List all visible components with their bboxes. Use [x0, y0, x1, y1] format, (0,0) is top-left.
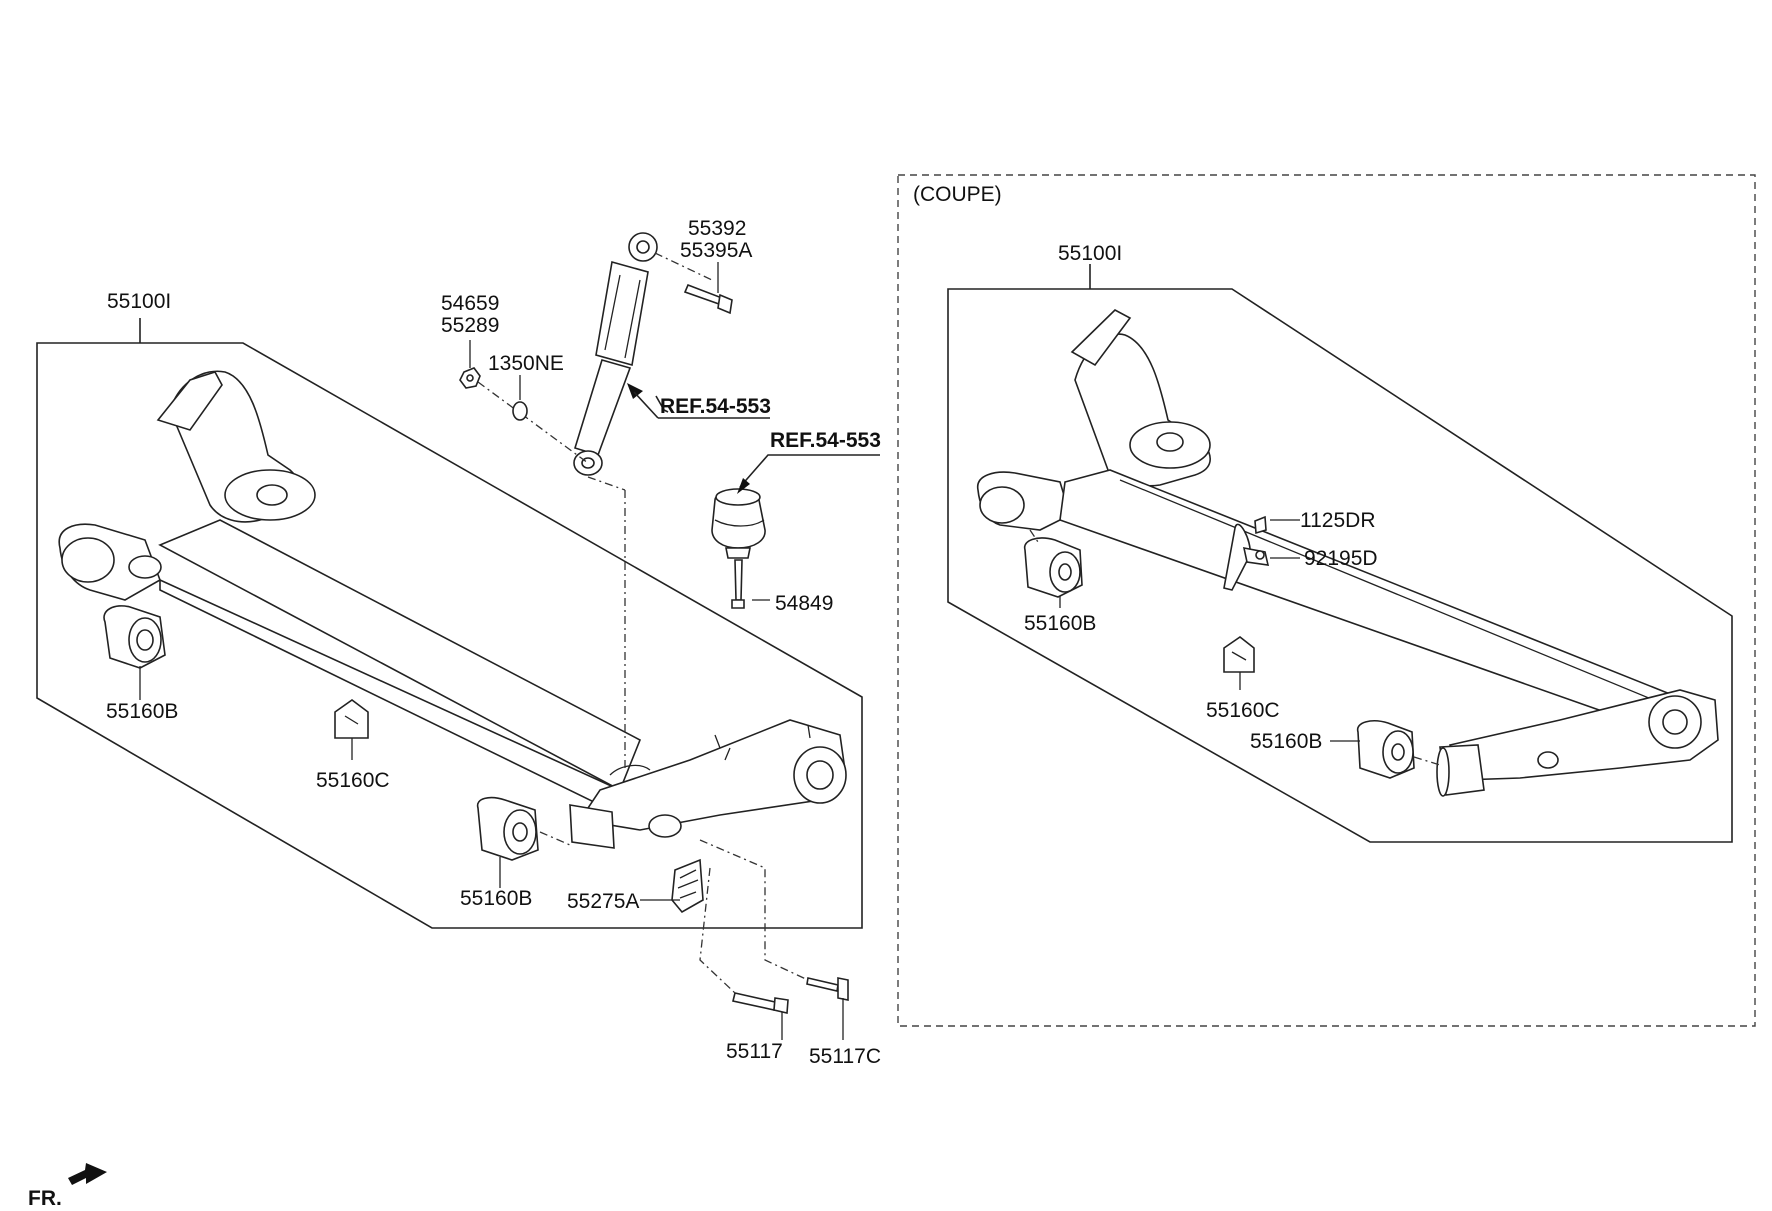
label-plate-left: 55275A: [567, 890, 639, 913]
label-bracket-left: 55160C: [316, 769, 390, 792]
plate-left: [671, 858, 704, 914]
label-axle-left: 55100I: [107, 290, 171, 313]
coupe-bushing-rear: [1356, 720, 1415, 779]
label-bush-left-rear: 55160B: [460, 887, 532, 910]
coupe-section-label: (COUPE): [913, 183, 1002, 206]
bolt-55117: [732, 992, 789, 1014]
label-coupe-bush-rear: 55160B: [1250, 730, 1322, 753]
label-bumper-bolt: 54849: [775, 592, 833, 615]
rear-axle-beam-drawing: [58, 370, 847, 849]
coupe-axle-beam-drawing: [977, 309, 1719, 797]
axle-assembly-outline: [36, 342, 863, 929]
main-assembly-group: 55100I 55392 55395A 54659 55289 1350NE R…: [36, 217, 881, 1068]
label-washer: 1350NE: [488, 352, 564, 375]
front-direction-indicator: FR.: [28, 1163, 107, 1210]
label-nut-2: 55289: [441, 314, 499, 337]
label-coupe-bracket: 55160C: [1206, 699, 1280, 722]
shock-absorber: [573, 232, 658, 476]
label-bolt-left-c: 55117C: [809, 1045, 881, 1068]
label-coupe-bolt: 1125DR: [1300, 509, 1376, 532]
bolt-55117c: [806, 977, 849, 1001]
shock-washer: [512, 401, 528, 421]
coupe-bushing-front: [1023, 537, 1083, 598]
label-coupe-bush-front: 55160B: [1024, 612, 1096, 635]
bushing-rear-left: [476, 796, 539, 861]
label-nut-1: 54659: [441, 292, 499, 315]
coupe-assembly-group: (COUPE) 55100I 1125DR: [897, 174, 1756, 1027]
direction-label: FR.: [28, 1187, 62, 1210]
bushing-front-left: [103, 605, 166, 669]
label-ref-shock: REF.54-553: [660, 395, 771, 418]
coupe-bolt: [1254, 515, 1267, 535]
label-axle-coupe: 55100I: [1058, 242, 1122, 265]
coupe-clamp: [1242, 546, 1270, 566]
label-coupe-clamp: 92195D: [1304, 547, 1378, 570]
coupe-section-box: [897, 174, 1756, 1027]
label-ref-bumper: REF.54-553: [770, 429, 881, 452]
label-shock-bolt-1: 55392: [688, 217, 746, 240]
label-bolt-left: 55117: [726, 1040, 783, 1063]
coupe-axle-outline: [947, 288, 1733, 843]
shock-upper-bolt: [683, 283, 733, 315]
coupe-bracket: [1223, 636, 1255, 673]
shock-lower-nut: [459, 367, 481, 389]
front-arrow-icon: [68, 1163, 107, 1185]
label-shock-bolt-2: 55395A: [680, 239, 752, 262]
bracket-left: [334, 699, 369, 739]
label-bush-left-front: 55160B: [106, 700, 178, 723]
bump-stop: [711, 488, 766, 609]
